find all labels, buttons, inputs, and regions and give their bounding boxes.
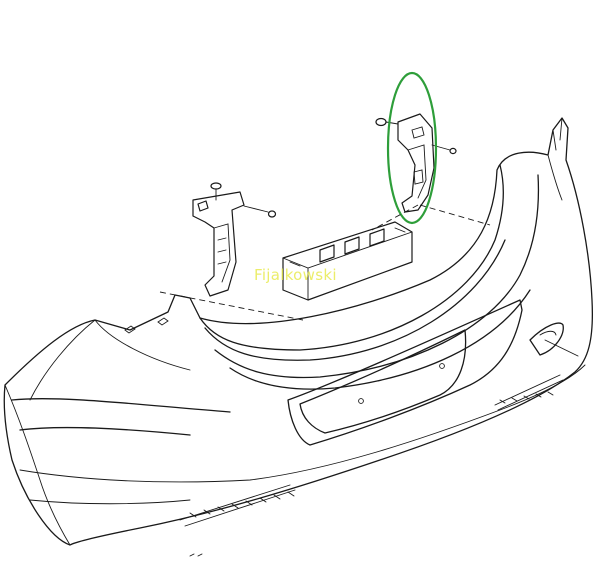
right-reflector-cutout: [529, 322, 579, 357]
highlight-ellipse: [386, 71, 438, 225]
edge-mark: [189, 553, 203, 557]
rear-bumper-cover: [3, 117, 594, 546]
assembly-guide-lines: [159, 204, 491, 321]
left-bumper-bracket: [192, 182, 277, 297]
right-bumper-bracket: [375, 113, 457, 213]
lower-diffuser: [179, 374, 564, 527]
upper-clips: [124, 317, 169, 334]
license-plate-recess: [287, 299, 523, 446]
center-energy-absorber: [282, 221, 413, 301]
